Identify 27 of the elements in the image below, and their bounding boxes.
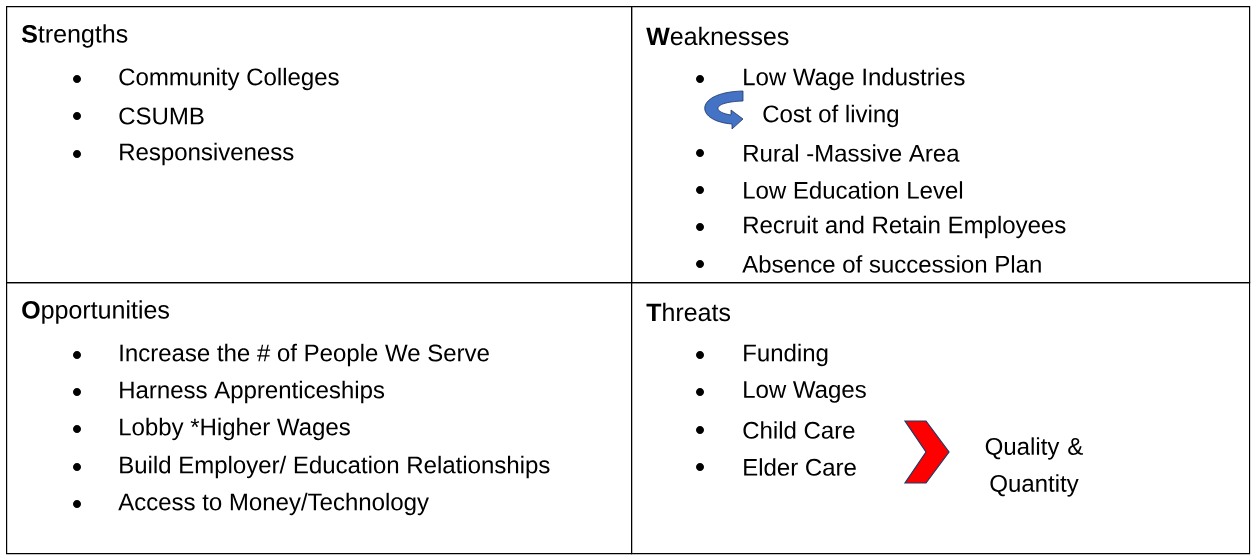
list-item: Child Care xyxy=(743,421,855,439)
heading: Weaknesses xyxy=(646,26,789,46)
list-item: Low Wage Industries xyxy=(744,67,965,91)
heading: Threats xyxy=(646,302,731,322)
list-item: Cost of living xyxy=(763,104,898,128)
list-item: Absence of succession Plan xyxy=(742,255,1041,273)
list-item: Community Colleges xyxy=(119,67,339,91)
list-item: Elder Care xyxy=(744,458,856,476)
heading: Strengths xyxy=(21,24,128,48)
table-cell xyxy=(6,6,633,284)
table-cell xyxy=(6,282,633,555)
table-cell xyxy=(631,6,1251,284)
list-item: Build Employer/ Education Relationships xyxy=(120,455,550,479)
table-cell xyxy=(631,282,1251,555)
list-item: Increase the # of People We Serve xyxy=(120,343,489,367)
list-item: Low Education Level xyxy=(744,181,963,199)
heading: Opportunities xyxy=(22,300,169,324)
list-item: Low Wages xyxy=(744,381,866,403)
list-item: Access to Money/Technology xyxy=(118,492,429,516)
note-text: Quality & Quantity xyxy=(985,437,1083,497)
list-item: Rural -Massive Area xyxy=(744,144,960,162)
list-item: Recruit and Retain Employees xyxy=(744,215,1066,239)
list-item: Funding xyxy=(744,343,828,367)
list-item: Responsiveness xyxy=(120,142,294,166)
list-item: CSUMB xyxy=(119,107,204,125)
list-item: Harness Apprenticeships xyxy=(120,380,385,404)
list-item: Lobby *Higher Wages xyxy=(120,417,350,441)
